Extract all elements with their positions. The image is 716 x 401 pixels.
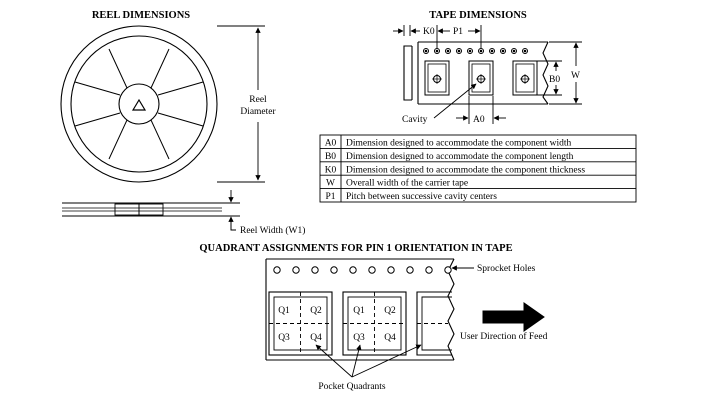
pocket-quadrant-leaders [315, 344, 422, 378]
reel-diameter-label-line1: Reel [249, 95, 267, 105]
b0-dimension [537, 60, 562, 96]
reel-diameter-dimension [217, 25, 265, 183]
pocket2-q4: Q4 [384, 333, 396, 343]
quadrant-title: QUADRANT ASSIGNMENTS FOR PIN 1 ORIENTATI… [199, 243, 512, 254]
reel-side-view [62, 202, 222, 217]
tape-cavities [424, 60, 538, 96]
w-label: W [571, 71, 580, 81]
table-row: B0 Dimension designed to accommodate the… [325, 152, 574, 162]
k0-dimension [393, 25, 420, 36]
pocket-3-partial [416, 291, 452, 356]
table-code-p1: P1 [325, 192, 335, 202]
reel-width-label: Reel Width (W1) [240, 225, 305, 236]
w-dimension [549, 41, 582, 105]
table-code-k0: K0 [325, 165, 337, 175]
reel-dimensions-title: REEL DIMENSIONS [92, 10, 190, 21]
pocket2-q3: Q3 [353, 333, 365, 343]
pocket1-q1: Q1 [278, 306, 290, 316]
pocket-2 [342, 291, 407, 356]
reel-diameter-label-line2: Diameter [240, 107, 276, 117]
tape-sprocket-holes [423, 48, 528, 54]
table-code-b0: B0 [325, 152, 336, 162]
pocket1-q2: Q2 [310, 306, 322, 316]
k0-label: K0 [423, 27, 435, 37]
table-row: P1 Pitch between successive cavity cente… [325, 192, 497, 202]
sprocket-holes-label: Sprocket Holes [477, 264, 536, 274]
b0-label: B0 [549, 75, 560, 85]
cavity-leader [433, 83, 477, 119]
pocket1-q3: Q3 [278, 333, 290, 343]
table-desc-a0: Dimension designed to accommodate the co… [346, 139, 572, 149]
table-desc-p1: Pitch between successive cavity centers [346, 192, 497, 202]
feed-direction-arrow-icon [482, 302, 545, 332]
hub-triangle-icon [131, 98, 147, 111]
feed-direction-label: User Direction of Feed [460, 331, 548, 342]
reel-front-view [60, 25, 218, 183]
a0-dimension [456, 96, 506, 124]
tape-dimensions-title: TAPE DIMENSIONS [429, 10, 527, 21]
pocket-quadrants-label: Pocket Quadrants [318, 382, 386, 392]
quadrant-sprocket-holes [273, 266, 452, 274]
a0-label: A0 [473, 115, 485, 125]
pocket2-q2: Q2 [384, 306, 396, 316]
table-code-a0: A0 [325, 139, 337, 149]
table-desc-k0: Dimension designed to accommodate the co… [346, 165, 585, 175]
pocket1-q4: Q4 [310, 333, 322, 343]
table-row: W Overall width of the carrier tape [326, 178, 468, 189]
table-desc-w: Overall width of the carrier tape [346, 178, 468, 189]
p1-dimension [436, 25, 482, 48]
table-desc-b0: Dimension designed to accommodate the co… [346, 152, 574, 162]
table-row: K0 Dimension designed to accommodate the… [325, 165, 586, 175]
table-row: A0 Dimension designed to accommodate the… [325, 139, 572, 149]
p1-label: P1 [453, 27, 463, 37]
carrier-tape-strip [403, 41, 549, 105]
cavity-label: Cavity [402, 115, 428, 125]
pocket-1 [268, 291, 333, 356]
pocket2-q1: Q1 [353, 306, 365, 316]
reel-width-dimension [222, 190, 240, 231]
table-code-w: W [326, 179, 335, 189]
quadrant-tape [265, 258, 455, 361]
dimension-table: A0 Dimension designed to accommodate the… [319, 134, 637, 203]
